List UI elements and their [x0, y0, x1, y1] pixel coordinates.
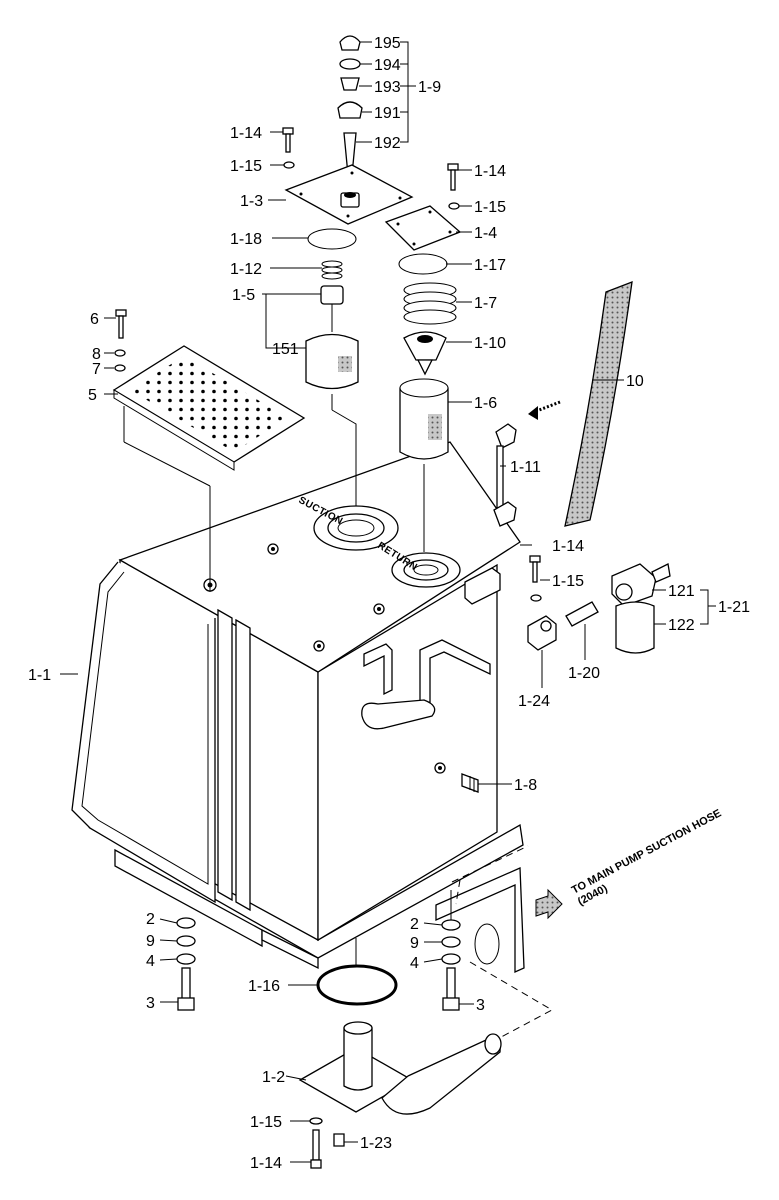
- label-cover-1-4: 1-4: [474, 225, 497, 242]
- label-tank-1-1: 1-1: [28, 667, 51, 684]
- label-oring-1-16: 1-16: [248, 978, 280, 995]
- label-washer-4-left: 4: [146, 953, 155, 970]
- label-filter-121: 121: [668, 583, 695, 600]
- tank-side-brackets: [361, 567, 501, 730]
- cover-assembly-1-4: [384, 163, 462, 460]
- label-washer-1-15-right: 1-15: [474, 199, 506, 216]
- label-valve-1-24: 1-24: [518, 693, 550, 710]
- part-labels: 195 194 193 191 192 1-9 1-14 1-15 1-3 1-…: [28, 35, 750, 1172]
- label-195: 195: [374, 35, 401, 52]
- label-washer-9-left: 9: [146, 933, 155, 950]
- label-plate-5: 5: [88, 387, 97, 404]
- label-bolt-1-14-filter: 1-14: [552, 538, 584, 555]
- label-washer-7: 7: [92, 361, 101, 378]
- label-cover-1-3: 1-3: [240, 193, 263, 210]
- side-cover-10: [528, 280, 633, 527]
- label-192: 192: [374, 135, 401, 152]
- label-bolt-3-left: 3: [146, 995, 155, 1012]
- label-194: 194: [374, 57, 401, 74]
- label-strainer-1-6: 1-6: [474, 395, 497, 412]
- oring-1-16-shape: [316, 964, 398, 1006]
- label-plug-1-23: 1-23: [360, 1135, 392, 1152]
- sensor-1-8: [461, 773, 479, 793]
- label-cover-10: 10: [626, 373, 644, 390]
- outlet-bracket: [435, 845, 563, 1045]
- label-washer-2-right: 2: [410, 916, 419, 933]
- label-bolt-3-right: 3: [476, 997, 485, 1014]
- label-sensor-1-8: 1-8: [514, 777, 537, 794]
- label-151: 151: [272, 341, 299, 358]
- leader-lines: [60, 41, 716, 1163]
- label-oring-1-18: 1-18: [230, 231, 262, 248]
- perforated-plate-5: [112, 309, 306, 471]
- label-washer-8: 8: [92, 346, 101, 363]
- label-bolt-6: 6: [90, 311, 99, 328]
- bottom-mounting-right: [441, 919, 461, 1011]
- hose-note-line1: TO MAIN PUMP SUCTION HOSE: [570, 807, 724, 896]
- label-bolt-1-14-top: 1-14: [230, 125, 262, 142]
- filter-assembly-1-21: [527, 555, 671, 654]
- label-valve-1-5: 1-5: [232, 287, 255, 304]
- label-washer-1-15-top: 1-15: [230, 158, 262, 175]
- label-spring-1-12: 1-12: [230, 261, 262, 278]
- label-bolt-1-14-bottom: 1-14: [250, 1155, 282, 1172]
- label-washer-2-left: 2: [146, 911, 155, 928]
- label-bolt-1-14-right: 1-14: [474, 163, 506, 180]
- label-bellows-1-7: 1-7: [474, 295, 497, 312]
- tank-body: [71, 441, 524, 970]
- label-washer-4-right: 4: [410, 955, 419, 972]
- label-valve-1-10: 1-10: [474, 335, 506, 352]
- label-filter-122: 122: [668, 617, 695, 634]
- label-pipe-1-2: 1-2: [262, 1069, 285, 1086]
- label-fitting-1-20: 1-20: [568, 665, 600, 682]
- label-193: 193: [374, 79, 401, 96]
- label-191: 191: [374, 105, 401, 122]
- level-gauge-1-11: [493, 423, 517, 527]
- cover-assembly-1-3: [282, 35, 414, 390]
- label-assy-1-21: 1-21: [718, 599, 750, 616]
- label-oring-1-17: 1-17: [474, 257, 506, 274]
- label-washer-1-15-filter: 1-15: [552, 573, 584, 590]
- label-1-9: 1-9: [418, 79, 441, 96]
- label-washer-9-right: 9: [410, 935, 419, 952]
- suction-pipe-1-2: [298, 1021, 502, 1169]
- label-washer-1-15-bottom: 1-15: [250, 1114, 282, 1131]
- bottom-mounting-left: [176, 917, 196, 1011]
- hose-note: TO MAIN PUMP SUCTION HOSE (2040): [570, 807, 724, 908]
- label-gauge-1-11: 1-11: [510, 459, 541, 476]
